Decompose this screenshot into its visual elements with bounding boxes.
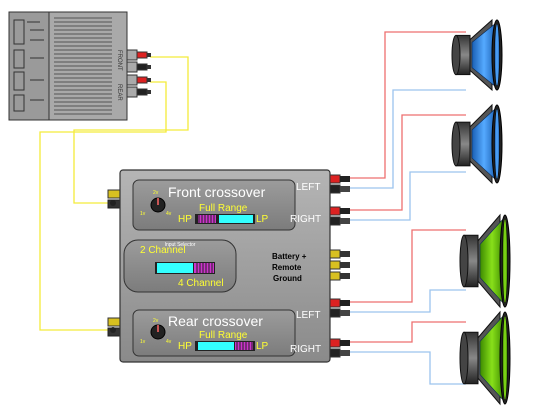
rear-filter-slider[interactable]	[195, 341, 255, 351]
wire-front-rca-1	[73, 56, 189, 204]
head-unit-icon: FRONT REAR	[8, 11, 151, 121]
crossover-unit: Front crossover Full Range 2v 1v 4v HP L…	[107, 169, 350, 363]
wires	[39, 31, 466, 385]
input-selector-4ch: 4 Channel	[178, 278, 224, 289]
input-selector-title: Input Selector	[165, 242, 196, 248]
rear-knob-max-label: 4v	[166, 339, 172, 345]
rear-hp-label: HP	[178, 341, 192, 352]
front-left-output-label: LEFT	[296, 182, 320, 193]
input-selector-switch[interactable]	[155, 262, 215, 274]
front-crossover-panel: Front crossover Full Range 2v 1v 4v HP L…	[132, 179, 296, 231]
front-crossover-mode: Full Range	[199, 203, 248, 214]
power-label-ground: Ground	[273, 274, 302, 283]
front-right-speaker-icon	[451, 103, 503, 185]
rear-lp-label: LP	[256, 341, 269, 352]
power-label-battery: Battery +	[272, 252, 307, 261]
rear-left-subwoofer-icon	[459, 213, 511, 309]
rear-gain-knob-icon[interactable]: 2v 1v 4v	[140, 318, 172, 345]
input-selector-2ch: 2 Channel	[140, 245, 186, 256]
front-knob-mid-label: 2v	[153, 190, 159, 196]
front-knob-min-label: 1v	[140, 211, 146, 217]
power-label-remote: Remote	[272, 263, 302, 272]
wire-rear-rca-1	[39, 81, 167, 331]
front-left-speaker-icon	[451, 18, 503, 92]
head-unit-rca-jacks	[126, 49, 151, 98]
front-hp-label: HP	[178, 214, 192, 225]
wire-front-right-blue	[350, 171, 466, 221]
wire-front-left-blue	[350, 89, 466, 189]
rear-knob-min-label: 1v	[140, 339, 146, 345]
wire-rear-left-red	[350, 229, 466, 303]
rear-right-output-label: RIGHT	[290, 344, 321, 355]
wire-rear-left-blue	[350, 289, 466, 313]
rear-knob-mid-label: 2v	[153, 318, 159, 324]
front-right-output-label: RIGHT	[290, 214, 321, 225]
rear-crossover-mode: Full Range	[199, 330, 248, 341]
front-crossover-title: Front crossover	[168, 184, 266, 200]
output-terminals	[329, 174, 350, 358]
rear-crossover-panel: Rear crossover Full Range 2v 1v 4v HP LP	[132, 309, 296, 357]
wire-front-left-red	[350, 31, 466, 179]
head-unit-front-label: FRONT	[116, 50, 122, 71]
rear-crossover-title: Rear crossover	[168, 313, 263, 329]
wire-rear-right-blue	[350, 351, 466, 385]
wire-rear-right-red	[350, 321, 466, 343]
head-unit-rear-label: REAR	[116, 84, 122, 101]
wire-front-right-red	[350, 114, 466, 211]
front-lp-label: LP	[256, 214, 269, 225]
front-filter-slider[interactable]	[195, 214, 255, 224]
input-selector-panel: Input Selector 2 Channel 4 Channel	[123, 239, 237, 293]
front-gain-knob-icon[interactable]: 2v 1v 4v	[140, 190, 172, 217]
rear-left-output-label: LEFT	[296, 310, 320, 321]
rear-right-subwoofer-icon	[459, 310, 511, 406]
front-knob-max-label: 4v	[166, 211, 172, 217]
